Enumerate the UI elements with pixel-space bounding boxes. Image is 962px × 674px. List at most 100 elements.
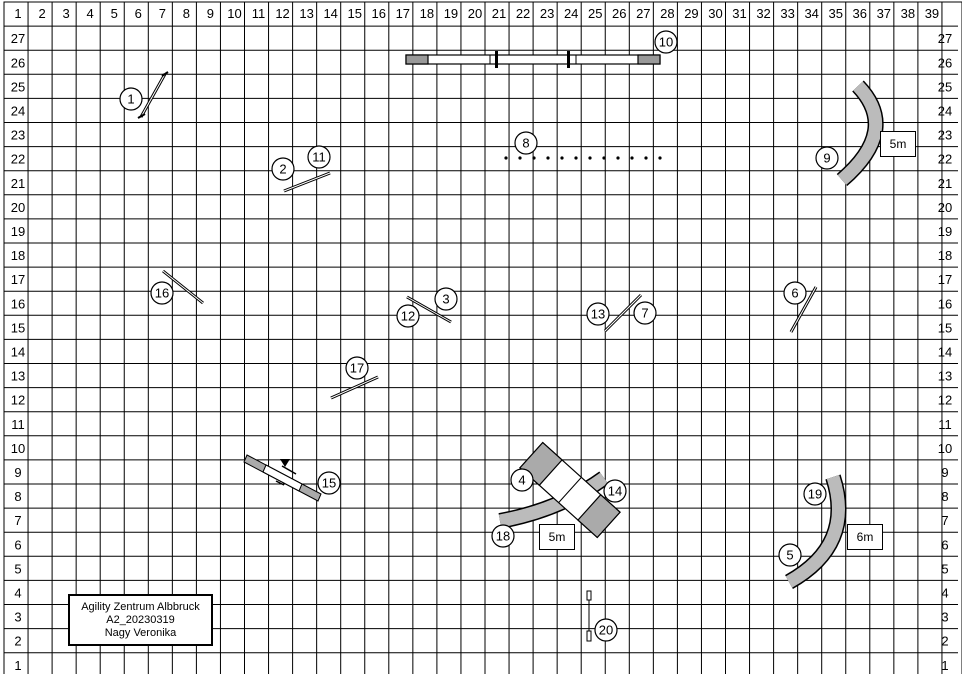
- row-label-left-22: 22: [11, 152, 25, 167]
- row-label-right-12: 12: [938, 393, 952, 408]
- obstacle-number-6: 6: [783, 281, 807, 305]
- column-label-top-12: 12: [275, 6, 289, 21]
- row-label-right-13: 13: [938, 369, 952, 384]
- row-label-left-12: 12: [11, 393, 25, 408]
- obstacle-number-14: 14: [603, 479, 627, 503]
- column-label-top-4: 4: [87, 6, 94, 21]
- column-label-top-14: 14: [323, 6, 337, 21]
- svg-text:11: 11: [312, 150, 326, 165]
- obstacle-number-20: 20: [594, 618, 618, 642]
- column-label-top-27: 27: [636, 6, 650, 21]
- jump-1: [137, 71, 169, 119]
- row-label-right-17: 17: [938, 272, 952, 287]
- row-label-left-7: 7: [14, 513, 21, 528]
- obstacle-number-19: 19: [803, 482, 827, 506]
- row-label-right-4: 4: [941, 585, 948, 600]
- obstacle-number-17: 17: [345, 356, 369, 380]
- row-label-right-8: 8: [941, 489, 948, 504]
- column-label-top-36: 36: [853, 6, 867, 21]
- column-label-top-28: 28: [660, 6, 674, 21]
- svg-text:14: 14: [608, 484, 622, 499]
- jump-16: [162, 269, 204, 305]
- obstacle-number-12: 12: [396, 304, 420, 328]
- obstacle-number-7: 7: [633, 301, 657, 325]
- course-info-box: Agility Zentrum Albbruck A2_20230319 Nag…: [68, 594, 213, 646]
- jump-7-13: [603, 293, 643, 333]
- jump-20: [586, 590, 592, 642]
- column-label-top-10: 10: [227, 6, 241, 21]
- grid-lines: [3, 1, 962, 674]
- dog-walk: [405, 51, 661, 68]
- row-label-left-13: 13: [11, 369, 25, 384]
- column-label-top-18: 18: [420, 6, 434, 21]
- distance-label-tunnel-5: 6m: [847, 524, 883, 550]
- obstacle-number-2: 2: [271, 157, 295, 181]
- row-label-left-24: 24: [11, 103, 25, 118]
- column-label-top-33: 33: [780, 6, 794, 21]
- row-label-right-19: 19: [938, 224, 952, 239]
- row-label-left-26: 26: [11, 55, 25, 70]
- row-label-left-23: 23: [11, 128, 25, 143]
- row-label-left-16: 16: [11, 296, 25, 311]
- distance-label-tunnel-9: 5m: [880, 131, 916, 157]
- row-label-right-23: 23: [938, 128, 952, 143]
- obstacle-number-8: 8: [514, 131, 538, 155]
- row-label-left-27: 27: [11, 31, 25, 46]
- row-label-left-3: 3: [14, 610, 21, 625]
- row-label-right-9: 9: [941, 465, 948, 480]
- info-club-name: Agility Zentrum Albbruck: [81, 600, 200, 613]
- svg-text:4: 4: [518, 473, 525, 488]
- row-label-right-26: 26: [938, 55, 952, 70]
- svg-text:19: 19: [808, 487, 822, 502]
- svg-text:2: 2: [279, 162, 286, 177]
- obstacle-number-5: 5: [778, 543, 802, 567]
- row-label-right-24: 24: [938, 103, 952, 118]
- svg-text:6: 6: [791, 286, 798, 301]
- jump-17: [330, 375, 379, 400]
- row-label-left-2: 2: [14, 634, 21, 649]
- row-label-left-21: 21: [11, 176, 25, 191]
- row-label-left-1: 1: [14, 658, 21, 673]
- row-label-left-18: 18: [11, 248, 25, 263]
- column-label-top-19: 19: [444, 6, 458, 21]
- column-label-top-13: 13: [299, 6, 313, 21]
- column-label-top-29: 29: [684, 6, 698, 21]
- column-label-top-22: 22: [516, 6, 530, 21]
- row-label-left-20: 20: [11, 200, 25, 215]
- column-label-top-8: 8: [183, 6, 190, 21]
- obstacle-number-18: 18: [491, 524, 515, 548]
- jump-3-12: [406, 295, 452, 324]
- svg-text:18: 18: [496, 529, 510, 544]
- svg-text:8: 8: [522, 136, 529, 151]
- row-label-left-25: 25: [11, 79, 25, 94]
- row-label-right-10: 10: [938, 441, 952, 456]
- svg-text:1: 1: [127, 92, 134, 107]
- svg-text:13: 13: [591, 307, 605, 322]
- row-label-right-16: 16: [938, 296, 952, 311]
- distance-label-a-frame: 5m: [539, 524, 575, 550]
- column-label-top-9: 9: [207, 6, 214, 21]
- row-label-left-19: 19: [11, 224, 25, 239]
- svg-text:15: 15: [322, 476, 336, 491]
- row-label-right-5: 5: [941, 561, 948, 576]
- column-label-top-1: 1: [14, 6, 21, 21]
- column-label-top-16: 16: [372, 6, 386, 21]
- obstacle-number-9: 9: [815, 146, 839, 170]
- svg-text:7: 7: [641, 306, 648, 321]
- svg-text:9: 9: [823, 151, 830, 166]
- svg-text:5: 5: [786, 548, 793, 563]
- row-label-left-17: 17: [11, 272, 25, 287]
- obstacle-number-10: 10: [654, 30, 678, 54]
- column-label-top-7: 7: [159, 6, 166, 21]
- column-label-top-32: 32: [756, 6, 770, 21]
- row-label-left-11: 11: [11, 417, 25, 432]
- row-label-right-6: 6: [941, 537, 948, 552]
- row-label-left-6: 6: [14, 537, 21, 552]
- column-label-top-23: 23: [540, 6, 554, 21]
- row-label-right-22: 22: [938, 152, 952, 167]
- column-label-top-31: 31: [732, 6, 746, 21]
- column-label-top-15: 15: [347, 6, 361, 21]
- column-label-top-35: 35: [828, 6, 842, 21]
- column-label-top-37: 37: [877, 6, 891, 21]
